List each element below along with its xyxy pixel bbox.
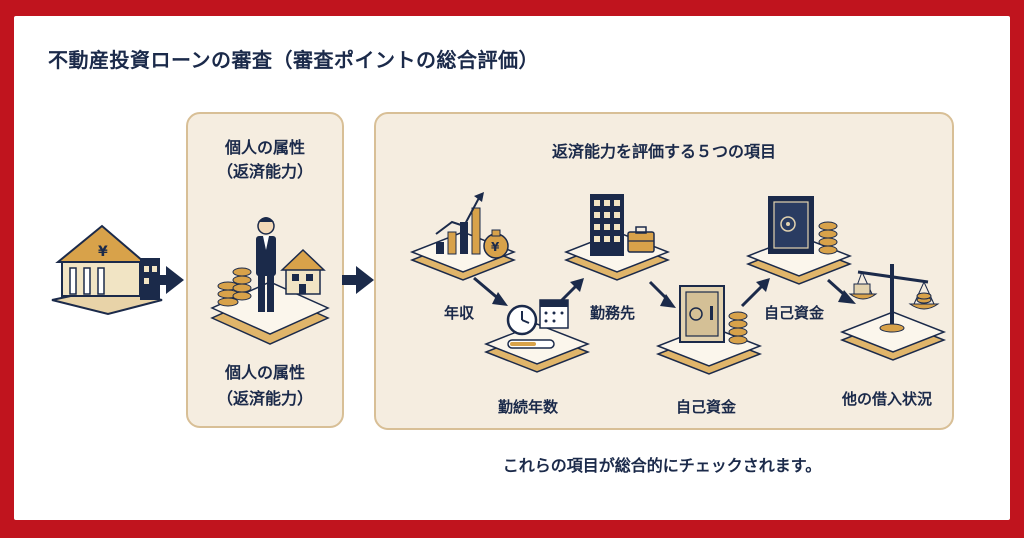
tenure-platform <box>483 299 591 373</box>
calendar-icon <box>539 299 569 329</box>
income-platform: ¥ <box>409 192 517 281</box>
chart-icon <box>435 192 484 255</box>
page-title: 不動産投資ローンの審査（審査ポイントの総合評価） <box>48 48 539 72</box>
coins-icon <box>217 267 252 307</box>
clock-icon <box>506 304 538 336</box>
arrow-icon <box>826 278 856 304</box>
businessman-icon <box>256 217 276 312</box>
arrow-icon <box>152 266 184 294</box>
safe-icon <box>768 196 814 254</box>
own-funds-platform-upper <box>745 196 853 285</box>
arrow-icon <box>740 278 770 308</box>
other-loans-platform <box>839 264 947 361</box>
coins-icon <box>728 311 748 345</box>
briefcase-icon <box>627 226 655 253</box>
coins-icon <box>818 221 838 255</box>
item-label-income: 年収 <box>444 304 475 322</box>
flow-arrows <box>473 276 856 308</box>
arrow-icon <box>554 278 584 308</box>
personal-attributes-bottom-label: 個人の属性 （返済能力） <box>188 360 342 412</box>
svg-text:¥: ¥ <box>98 244 108 260</box>
personal-platform-illustration <box>210 217 330 345</box>
bank-icon: ¥ <box>51 224 163 316</box>
arrow-icon <box>342 266 374 294</box>
money-bag-icon: ¥ <box>483 229 509 259</box>
item-label-tenure: 勤続年数 <box>498 398 559 416</box>
personal-attributes-top-label: 個人の属性 （返済能力） <box>188 136 342 184</box>
scale-icon <box>848 264 940 333</box>
safe-icon <box>679 285 725 343</box>
bottom-label-line1: 個人の属性 <box>224 363 305 382</box>
building-icon <box>590 194 624 256</box>
bottom-note: これらの項目が総合的にチェックされます。 <box>502 456 822 475</box>
top-label-line2: （返済能力） <box>216 162 313 181</box>
svg-text:¥: ¥ <box>491 240 500 254</box>
arrow-icon <box>648 280 676 308</box>
employer-platform <box>563 194 671 281</box>
five-items-title: 返済能力を評価する５つの項目 <box>551 142 776 161</box>
arrow-icon <box>473 276 508 306</box>
house-icon <box>280 248 326 295</box>
item-label-own-funds-lower: 自己資金 <box>676 398 737 416</box>
item-label-employer: 勤務先 <box>590 304 636 322</box>
item-label-other-loans: 他の借入状況 <box>842 390 933 408</box>
bottom-label-line2: （返済能力） <box>216 389 313 408</box>
top-label-line1: 個人の属性 <box>224 138 305 157</box>
item-label-own-funds-upper: 自己資金 <box>764 304 825 322</box>
own-funds-platform-lower <box>655 285 763 375</box>
